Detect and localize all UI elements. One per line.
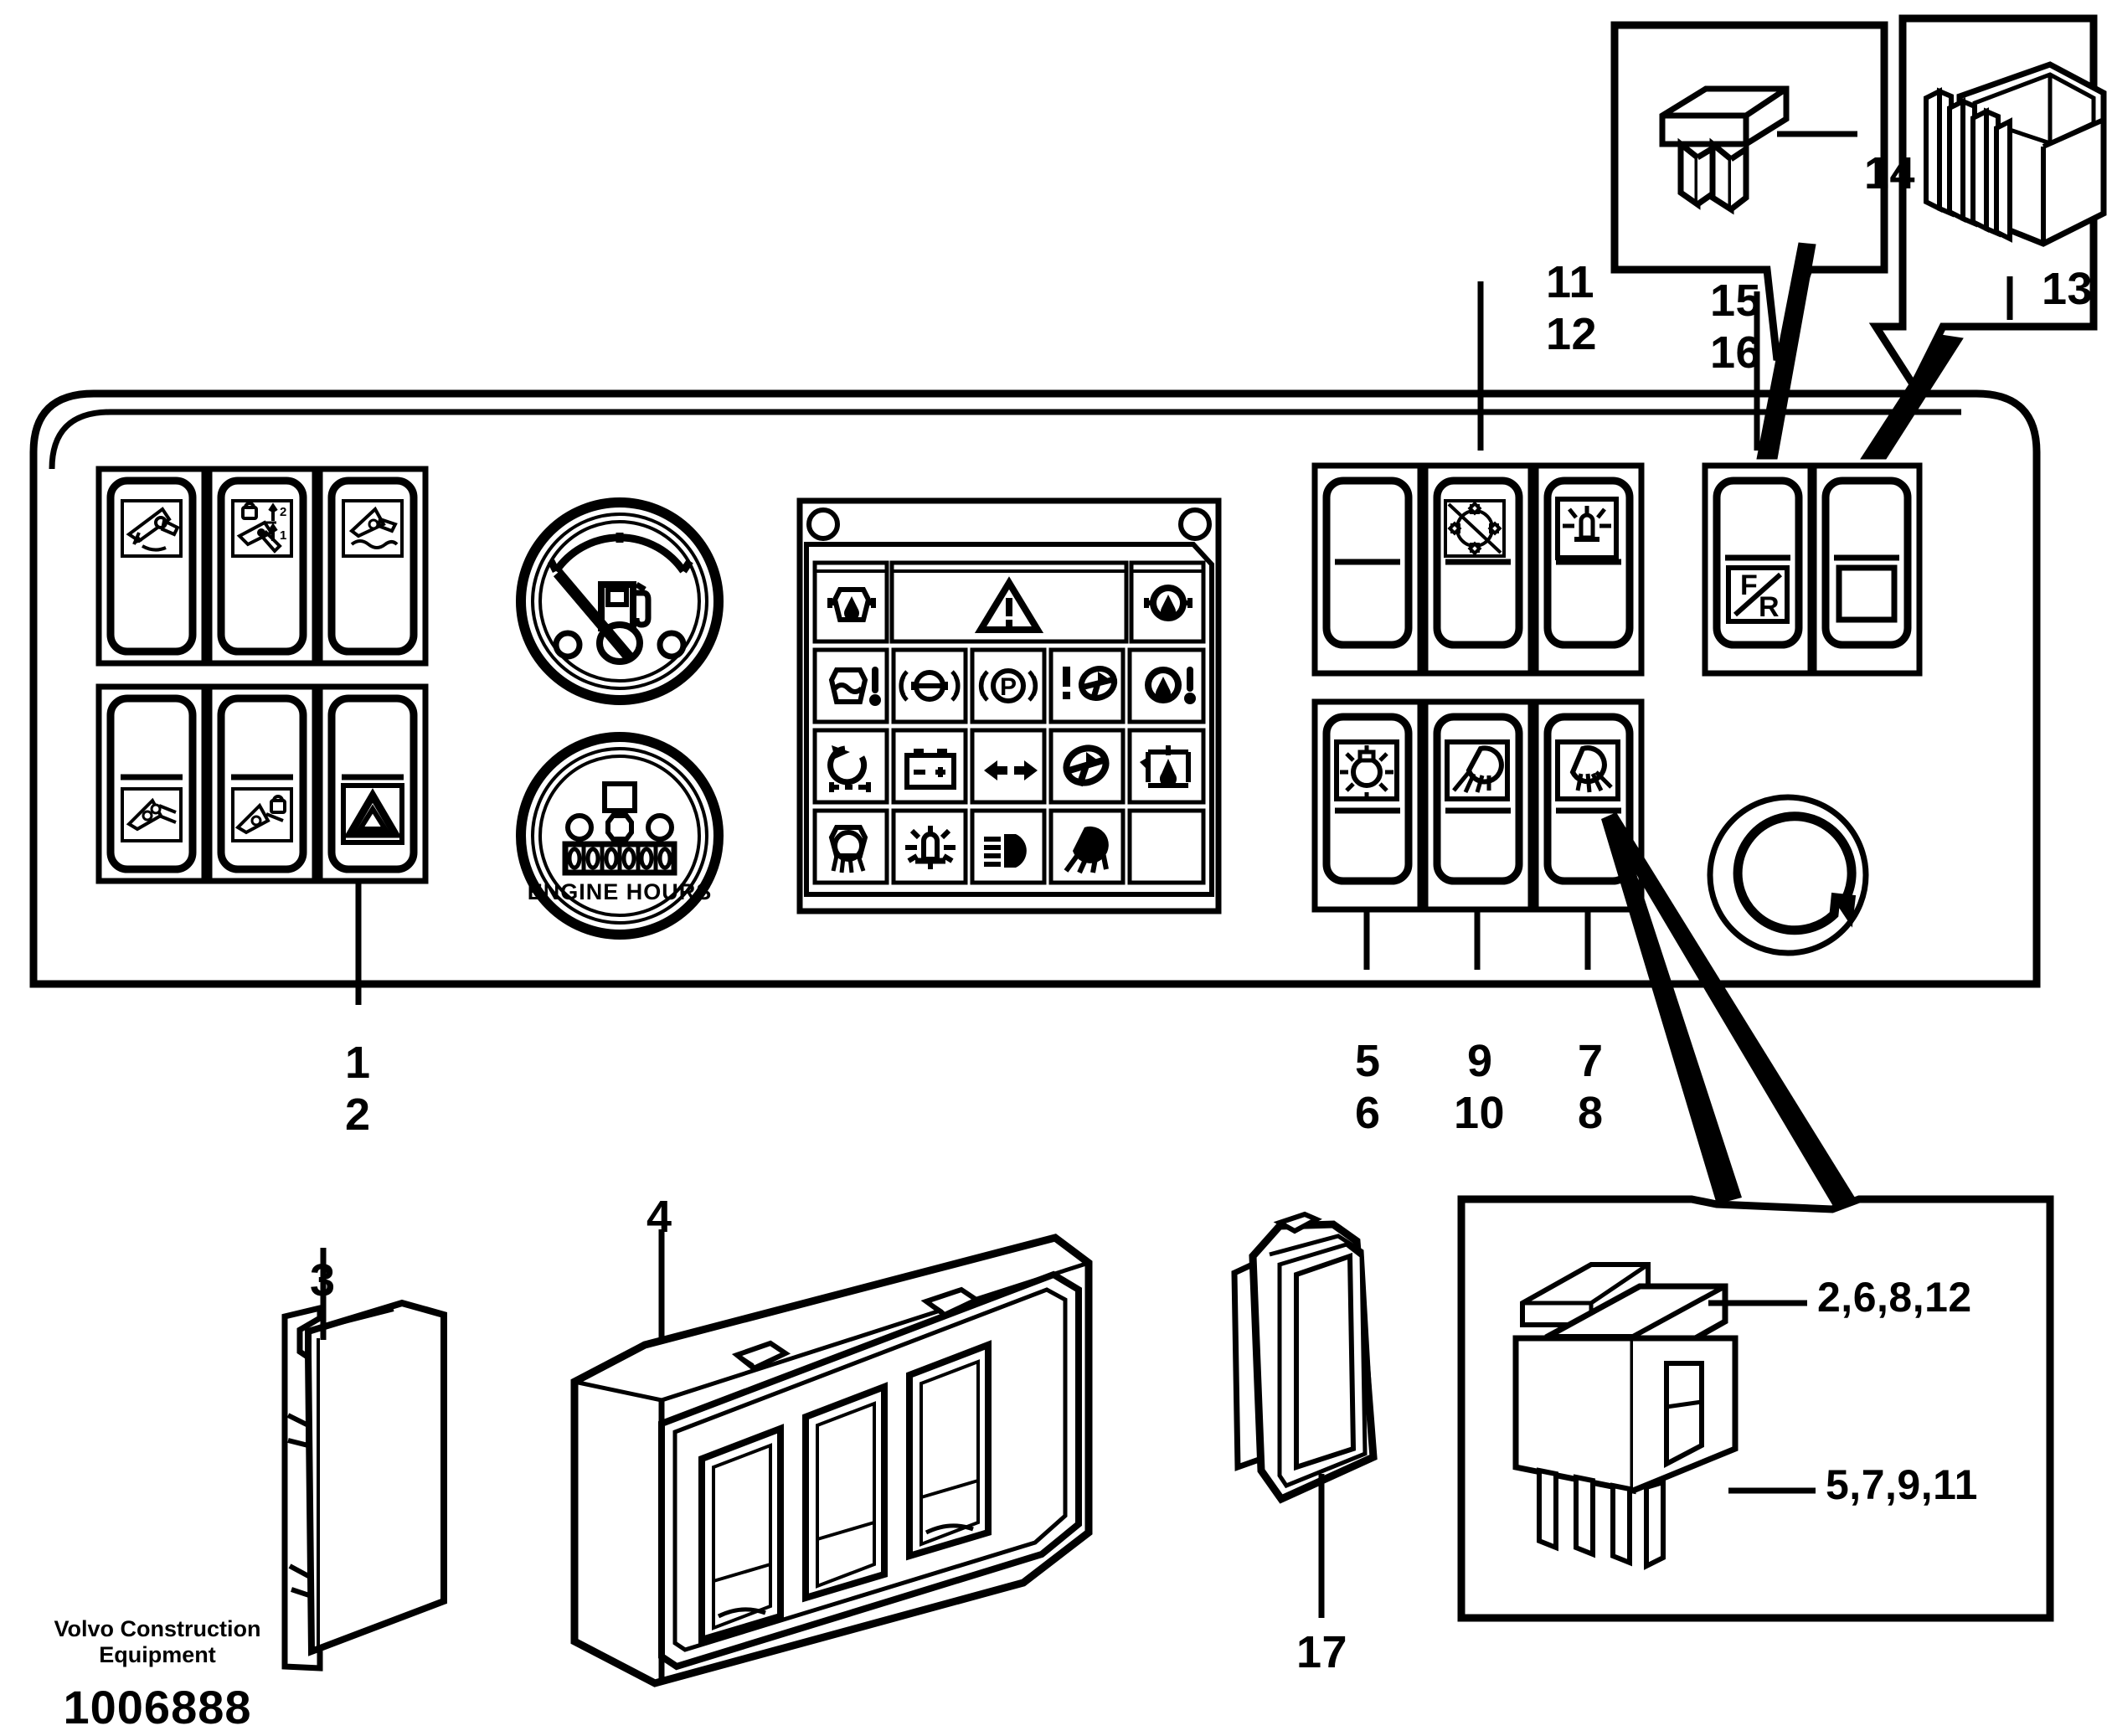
callout-13: 13 — [2042, 264, 2094, 314]
right-upper-switch-bank — [1311, 281, 1645, 677]
callout-4: 4 — [646, 1192, 672, 1242]
blank-cap-detail-box — [1610, 21, 1888, 362]
brand-block: Volvo Construction Equipment 1006888 — [32, 1616, 283, 1734]
callout-16: 16 — [1710, 327, 1762, 378]
switch-bezel-frame — [1231, 1211, 1378, 1618]
detail-box-leaders — [1756, 242, 1964, 460]
fuel-gauge — [516, 497, 724, 705]
callout-8: 8 — [1578, 1088, 1604, 1138]
callout-12: 12 — [1546, 309, 1598, 359]
part-number: 1006888 — [63, 1681, 252, 1734]
callout-6: 6 — [1355, 1088, 1381, 1138]
connector-housing-detail-box — [1868, 14, 2107, 394]
svg-text:ENGINE HOURS: ENGINE HOURS — [528, 879, 713, 904]
callout-9: 9 — [1467, 1036, 1493, 1086]
callout-14: 14 — [1864, 148, 1916, 198]
switch-housing-three-gang — [570, 1229, 1093, 1687]
callout-17: 17 — [1296, 1627, 1348, 1677]
callout-7: 7 — [1578, 1036, 1604, 1086]
callout-5: 5 — [1355, 1036, 1381, 1086]
rocker-switch-detail-box — [1457, 1195, 2054, 1622]
left-switch-bank: 2 1 — [99, 469, 425, 1005]
fr-switch-bank: F R — [1702, 291, 1923, 677]
svg-text:P: P — [1000, 673, 1017, 701]
brand-name-line1: Volvo Construction — [54, 1616, 261, 1641]
svg-text:1: 1 — [280, 528, 286, 543]
right-lower-switch-bank — [1311, 698, 1645, 970]
rocker-detail-leaders — [1601, 812, 1855, 1208]
callout-15: 15 — [1710, 276, 1762, 326]
engine-hour-meter: ENGINE HOURS — [516, 732, 724, 940]
callout-11: 11 — [1546, 257, 1595, 307]
callout-body-group: 5,7,9,11 — [1826, 1461, 1978, 1508]
callout-3: 3 — [310, 1255, 336, 1306]
callout-cap-group: 2,6,8,12 — [1817, 1274, 1972, 1321]
callout-2: 2 — [345, 1090, 371, 1140]
svg-text:2: 2 — [280, 505, 286, 519]
callout-1: 1 — [345, 1038, 371, 1088]
brand-name-line2: Equipment — [99, 1642, 216, 1668]
svg-text:R: R — [1759, 591, 1780, 623]
callout-10: 10 — [1454, 1088, 1506, 1138]
blank-cover-plate — [281, 1248, 447, 1672]
ignition-key-switch — [1707, 794, 1869, 956]
svg-text:F: F — [1740, 569, 1758, 601]
warning-telltale-panel: P — [796, 497, 1222, 914]
